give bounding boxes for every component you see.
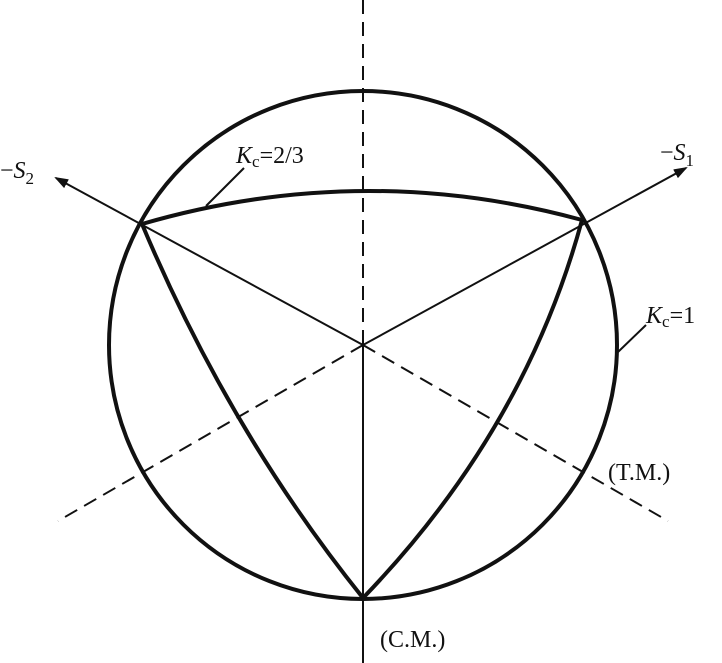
lower-right-dashed-axis	[362, 344, 669, 522]
lower-left-dashed-axis	[57, 344, 364, 522]
cm-label: (C.M.)	[380, 627, 445, 653]
neg-s1-label: −S1	[660, 140, 694, 170]
neg-s2-label: −S2	[0, 158, 34, 188]
kc-2-3-leader	[205, 167, 245, 207]
kc-1-circle	[107, 89, 619, 601]
kc-1-label: Kc=1	[645, 303, 695, 331]
kc-2-3-curve-left	[140, 223, 365, 600]
neg-s2-axis	[54, 177, 364, 346]
kc-2-3-label: Kc=2/3	[235, 143, 304, 171]
kc-2-3-curve-top	[141, 189, 583, 226]
kc-2-3-curve-right	[361, 219, 584, 600]
neg-s1-axis	[362, 167, 688, 346]
tm-label: (T.M.)	[608, 460, 670, 486]
kc-1-leader	[617, 324, 647, 353]
